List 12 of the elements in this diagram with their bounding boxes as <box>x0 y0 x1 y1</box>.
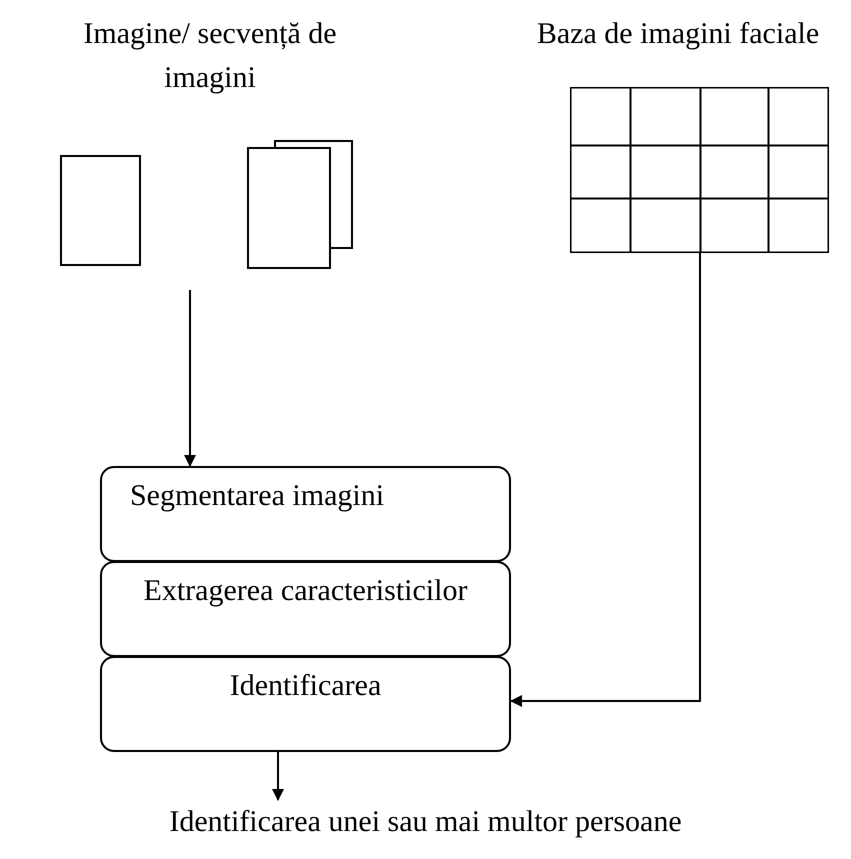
heading-text: Baza de imagini faciale <box>505 12 851 58</box>
process-box <box>100 656 511 752</box>
heading-text: Imagine/ secvență de imagini <box>60 12 360 102</box>
process-label: Extragerea caracteristicilor <box>144 575 468 609</box>
heading-text: Identificarea unei sau mai multor persoane <box>10 800 841 852</box>
process-label: Identificarea <box>230 670 382 704</box>
process-label: Segmentarea imagini <box>130 480 384 514</box>
process-box <box>100 466 511 562</box>
arrow <box>184 290 196 467</box>
process-box <box>100 561 511 657</box>
arrow <box>510 253 701 707</box>
arrow <box>272 752 284 801</box>
